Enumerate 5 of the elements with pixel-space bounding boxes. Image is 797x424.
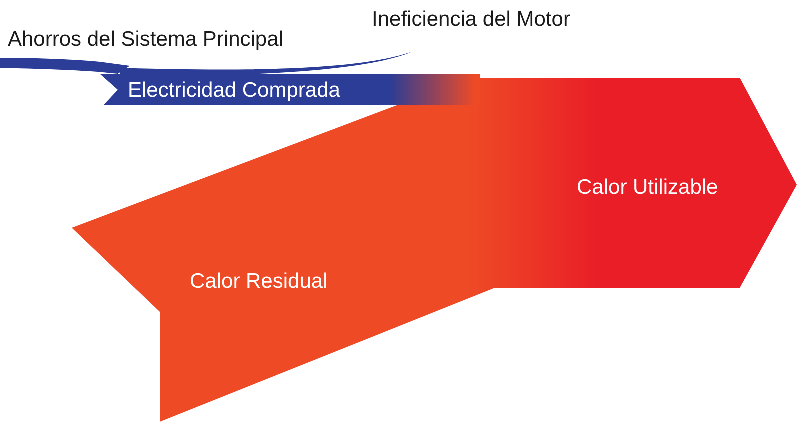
flow-label: Calor Utilizable xyxy=(577,176,718,200)
flow-label: Electricidad Comprada xyxy=(128,79,340,103)
flow-label: Calor Residual xyxy=(190,270,328,294)
flow-label: Ahorros del Sistema Principal xyxy=(8,28,284,52)
flow-label: Ineficiencia del Motor xyxy=(372,8,570,32)
